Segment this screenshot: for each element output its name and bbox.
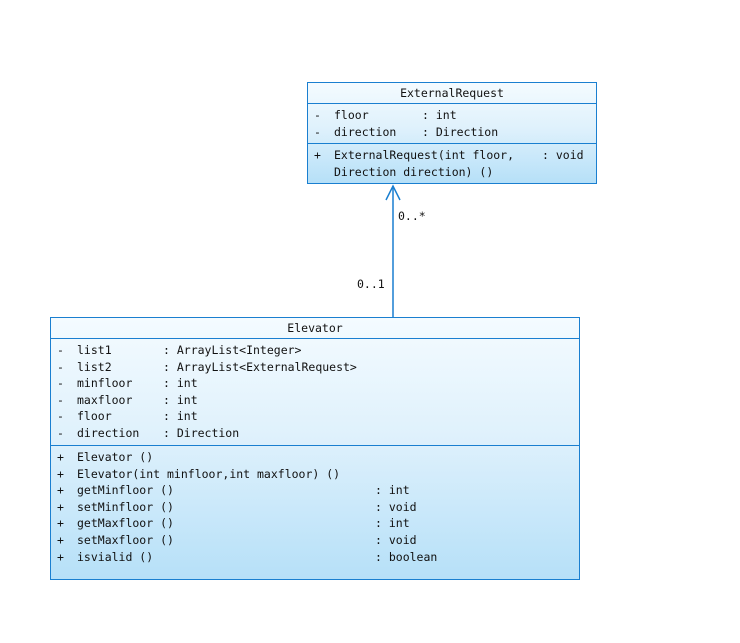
attribute-name: floor: [77, 409, 112, 424]
attribute-type: : Direction: [163, 425, 240, 440]
attribute-type: : int: [163, 392, 198, 407]
operation-name: isvialid (): [77, 549, 154, 564]
attribute-type: : Direction: [422, 124, 499, 139]
visibility-marker: +: [57, 466, 64, 481]
attributes-section: - list1 : ArrayList<Integer> - list2 : A…: [51, 339, 579, 445]
attribute-row: - floor : int: [314, 107, 596, 124]
operations-section: + Elevator () + Elevator(int minfloor,in…: [51, 445, 579, 569]
operation-row: + Elevator(int minfloor,int maxfloor) (): [57, 466, 579, 483]
visibility-marker: +: [57, 549, 64, 564]
attribute-type: : ArrayList<Integer>: [163, 343, 302, 357]
operation-type: : boolean: [375, 549, 438, 564]
visibility-marker: -: [57, 425, 64, 440]
attribute-type: : ArrayList<ExternalRequest>: [163, 359, 357, 374]
attribute-name: direction: [334, 124, 397, 139]
visibility-marker: +: [57, 516, 64, 531]
operation-name: Elevator (): [77, 450, 154, 464]
visibility-marker: -: [314, 108, 321, 122]
operation-name: setMinfloor (): [77, 499, 174, 514]
operation-row: + getMaxfloor () : int: [57, 515, 579, 532]
class-name: Elevator: [51, 318, 579, 339]
operation-name: setMaxfloor (): [77, 532, 174, 547]
visibility-marker: +: [57, 450, 64, 464]
visibility-marker: -: [57, 343, 64, 357]
operation-row: + getMinfloor () : int: [57, 482, 579, 499]
attribute-name: floor: [334, 108, 369, 122]
class-elevator[interactable]: Elevator - list1 : ArrayList<Integer> - …: [50, 317, 580, 580]
operation-type: : void: [542, 148, 584, 162]
operation-name: getMaxfloor (): [77, 516, 174, 531]
operation-type: : int: [375, 483, 410, 498]
operation-row: + setMinfloor () : void: [57, 499, 579, 516]
attribute-name: list1: [77, 343, 112, 357]
visibility-marker: -: [57, 359, 64, 374]
attribute-name: list2: [77, 359, 112, 374]
operation-name-continued: Direction direction) (): [334, 164, 494, 179]
attribute-row: - direction : Direction: [57, 425, 579, 442]
operation-type: : void: [375, 499, 417, 514]
operation-name: Elevator(int minfloor,int maxfloor) (): [77, 466, 341, 481]
operation-name: ExternalRequest(int floor,: [334, 148, 515, 162]
attribute-row: - floor : int: [57, 408, 579, 425]
operation-row-continued: Direction direction) (): [314, 164, 596, 181]
operation-row: + isvialid () : boolean: [57, 549, 579, 566]
class-external-request[interactable]: ExternalRequest - floor : int - directio…: [307, 82, 597, 184]
attribute-name: maxfloor: [77, 392, 133, 407]
arrowhead: [385, 184, 401, 201]
visibility-marker: +: [57, 483, 64, 498]
attribute-type: : int: [163, 376, 198, 391]
visibility-marker: +: [314, 148, 321, 162]
attribute-name: minfloor: [77, 376, 133, 391]
visibility-marker: +: [57, 499, 64, 514]
visibility-marker: +: [57, 532, 64, 547]
visibility-marker: -: [57, 392, 64, 407]
operation-row: + setMaxfloor () : void: [57, 532, 579, 549]
operation-type: : int: [375, 516, 410, 531]
attribute-type: : int: [163, 409, 198, 424]
attribute-row: - direction : Direction: [314, 124, 596, 141]
class-name: ExternalRequest: [308, 83, 596, 104]
attribute-row: - list1 : ArrayList<Integer>: [57, 342, 579, 359]
target-multiplicity-label: 0..*: [398, 209, 426, 223]
visibility-marker: -: [57, 409, 64, 424]
attribute-name: direction: [77, 425, 140, 440]
attribute-row: - maxfloor : int: [57, 392, 579, 409]
visibility-marker: -: [57, 376, 64, 391]
visibility-marker: -: [314, 124, 321, 139]
attribute-row: - list2 : ArrayList<ExternalRequest>: [57, 359, 579, 376]
operations-section: + ExternalRequest(int floor, : void Dire…: [308, 143, 596, 184]
operation-name: getMinfloor (): [77, 483, 174, 498]
attributes-section: - floor : int - direction : Direction: [308, 104, 596, 143]
operation-row: + Elevator (): [57, 449, 579, 466]
source-multiplicity-label: 0..1: [357, 277, 385, 291]
operation-type: : void: [375, 532, 417, 547]
attribute-type: : int: [422, 108, 457, 122]
operation-row: + ExternalRequest(int floor, : void: [314, 147, 596, 164]
attribute-row: - minfloor : int: [57, 375, 579, 392]
